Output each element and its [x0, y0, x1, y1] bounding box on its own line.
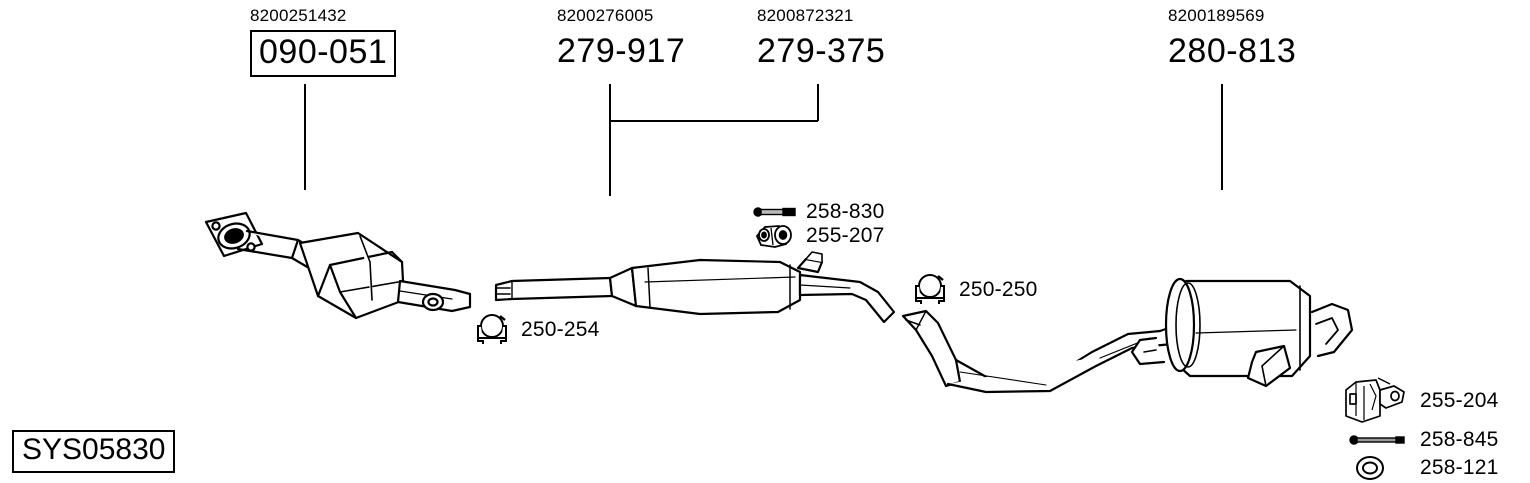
bolt-icon: [753, 207, 796, 217]
part-ref-3[interactable]: 279-375: [757, 32, 886, 70]
catalytic-converter-graphic: [204, 211, 472, 320]
washer-ring-icon: [1356, 456, 1384, 480]
part-ref-4[interactable]: 280-813: [1168, 32, 1297, 70]
hardware-item-258-830: 258-830: [753, 200, 884, 224]
bolt-icon: [1349, 435, 1405, 445]
hanger-bracket-icon: [1345, 377, 1405, 423]
hardware-ref-255-204[interactable]: 255-204: [1420, 389, 1499, 412]
hardware-ref-250-254[interactable]: 250-254: [521, 318, 600, 341]
rubber-mount-icon: [755, 225, 792, 248]
oem-number-1: 8200251432: [250, 6, 347, 25]
hardware-ref-255-207[interactable]: 255-207: [806, 224, 885, 247]
hardware-group-rear: 255-204 258-845 258-121: [1342, 376, 1498, 483]
hardware-ref-258-830[interactable]: 258-830: [806, 200, 885, 223]
part-label-group-2: 8200276005 279-917: [557, 6, 685, 71]
oem-number-4: 8200189569: [1168, 6, 1265, 25]
system-code-label: SYS05830: [12, 430, 176, 473]
part-ref-2[interactable]: 279-917: [557, 32, 686, 70]
part-label-group-3: 8200872321 279-375: [757, 6, 885, 71]
part-label-group-1: 8200251432 090-051: [250, 6, 397, 77]
part-label-group-4: 8200189569 280-813: [1168, 6, 1296, 71]
hardware-item-250-250: 250-250: [912, 270, 1037, 310]
hardware-ref-258-121[interactable]: 258-121: [1420, 456, 1499, 479]
system-code-box[interactable]: SYS05830: [12, 430, 176, 473]
oem-number-2: 8200276005: [557, 6, 654, 25]
hardware-item-255-207: 255-207: [753, 222, 884, 250]
part-ref-1[interactable]: 090-051: [250, 30, 397, 77]
hardware-item-250-254: 250-254: [474, 310, 599, 350]
centre-silencer-graphic: [494, 251, 896, 324]
u-bolt-clamp-icon: [915, 274, 945, 304]
hardware-ref-258-845[interactable]: 258-845: [1420, 428, 1499, 451]
connecting-pipe-graphic: [901, 309, 1198, 394]
u-bolt-clamp-icon: [477, 314, 507, 344]
hardware-ref-250-250[interactable]: 250-250: [959, 278, 1038, 301]
oem-number-3: 8200872321: [757, 6, 854, 25]
rear-silencer-graphic: [1130, 277, 1354, 388]
